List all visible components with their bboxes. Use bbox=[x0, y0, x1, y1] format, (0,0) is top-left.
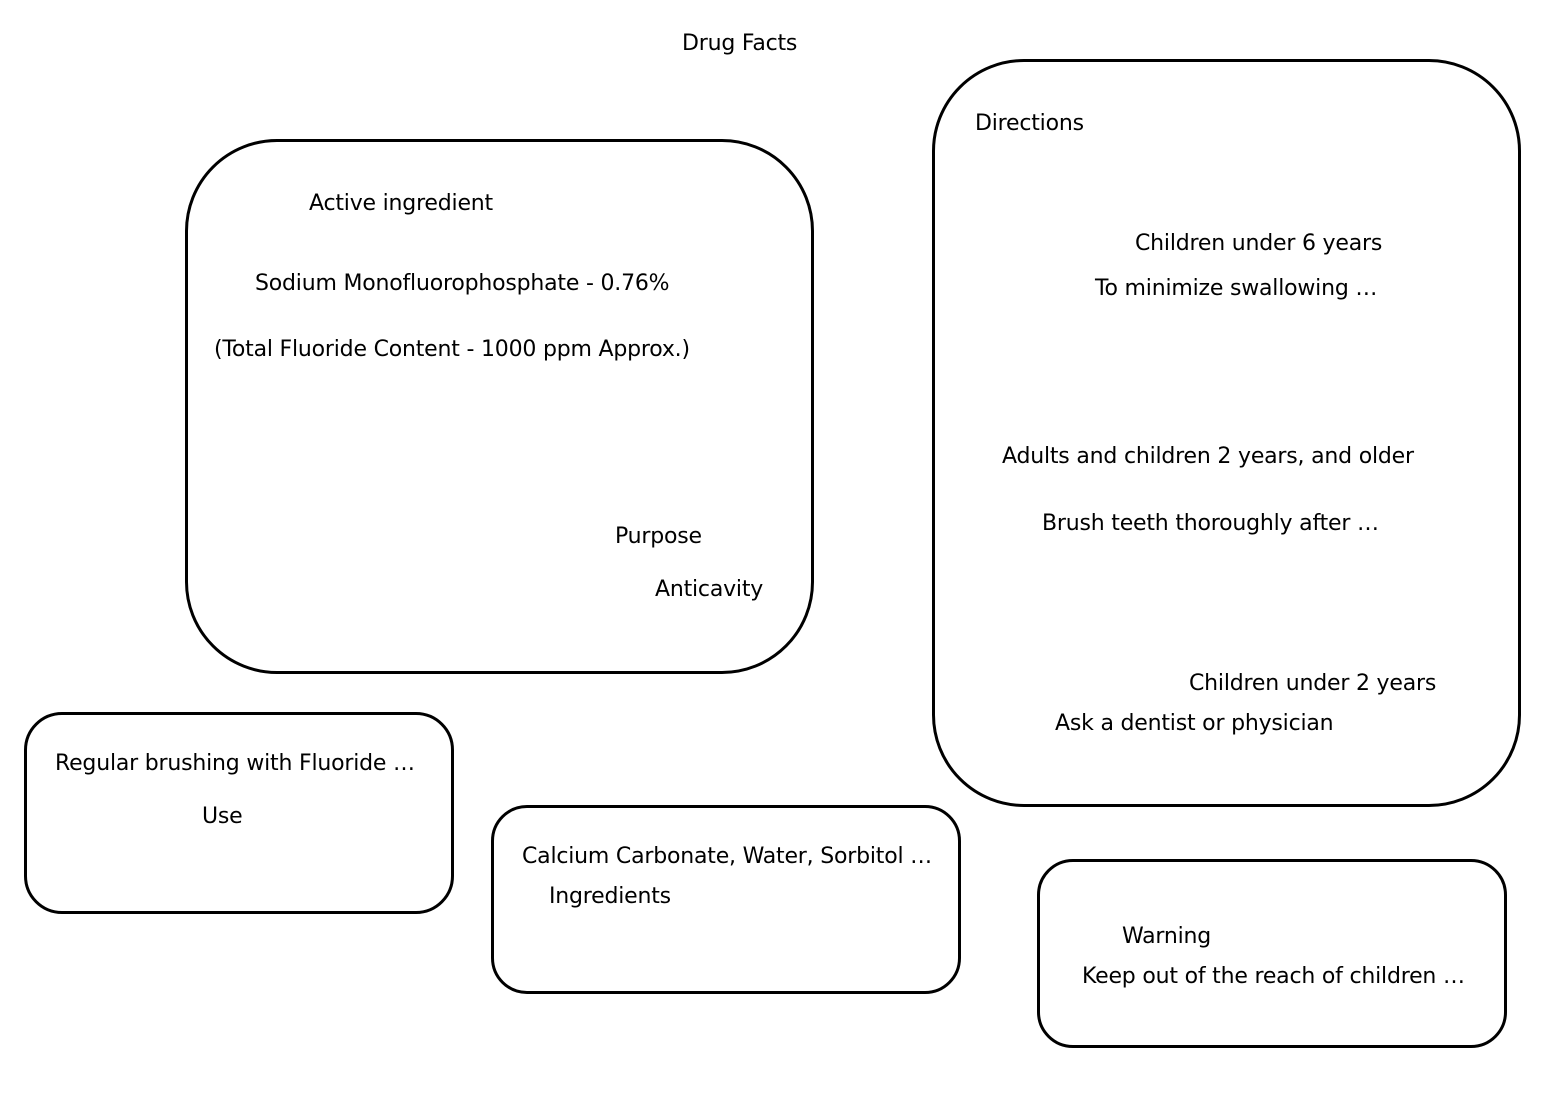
page-title: Drug Facts bbox=[682, 31, 798, 56]
active-ingredient-box bbox=[185, 139, 814, 674]
use-text: Regular brushing with Fluoride … bbox=[55, 751, 415, 776]
ingredients-box bbox=[491, 805, 961, 994]
warning-text: Keep out of the reach of children … bbox=[1082, 964, 1465, 989]
active-ingredient-name: Sodium Monofluorophosphate - 0.76% bbox=[255, 271, 670, 296]
directions-adults-text: Brush teeth thoroughly after … bbox=[1042, 511, 1379, 536]
directions-under-2-text: Ask a dentist or physician bbox=[1055, 711, 1334, 736]
directions-adults-heading: Adults and children 2 years, and older bbox=[1002, 444, 1414, 469]
purpose-value: Anticavity bbox=[655, 577, 764, 602]
ingredients-text: Calcium Carbonate, Water, Sorbitol … bbox=[522, 844, 932, 869]
purpose-heading: Purpose bbox=[615, 524, 702, 549]
directions-under-6-text: To minimize swallowing … bbox=[1095, 276, 1378, 301]
warning-heading: Warning bbox=[1122, 924, 1212, 949]
use-heading: Use bbox=[202, 804, 243, 829]
active-ingredient-note: (Total Fluoride Content - 1000 ppm Appro… bbox=[214, 337, 690, 362]
active-ingredient-heading: Active ingredient bbox=[309, 191, 493, 216]
directions-under-6-heading: Children under 6 years bbox=[1135, 231, 1383, 256]
use-box bbox=[24, 712, 454, 914]
warning-box bbox=[1037, 859, 1507, 1048]
directions-heading: Directions bbox=[975, 111, 1084, 136]
directions-under-2-heading: Children under 2 years bbox=[1189, 671, 1437, 696]
directions-box bbox=[932, 59, 1521, 807]
ingredients-heading: Ingredients bbox=[549, 884, 671, 909]
